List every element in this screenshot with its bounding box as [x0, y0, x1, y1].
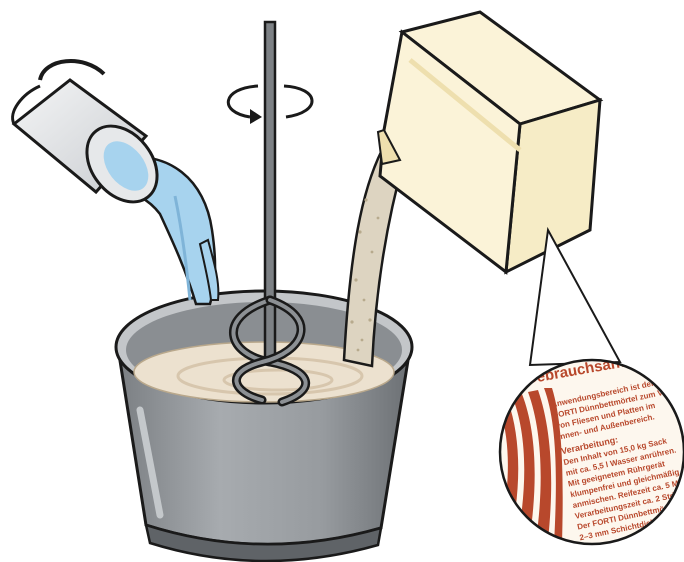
magnifier-icon: Gebrauchsanweisung Anwendungsbereich ist… [496, 344, 684, 544]
jug-handle [40, 61, 104, 80]
mortar-bag-icon [378, 12, 600, 272]
paddle-shaft [265, 22, 275, 362]
measuring-jug-icon [13, 61, 172, 216]
